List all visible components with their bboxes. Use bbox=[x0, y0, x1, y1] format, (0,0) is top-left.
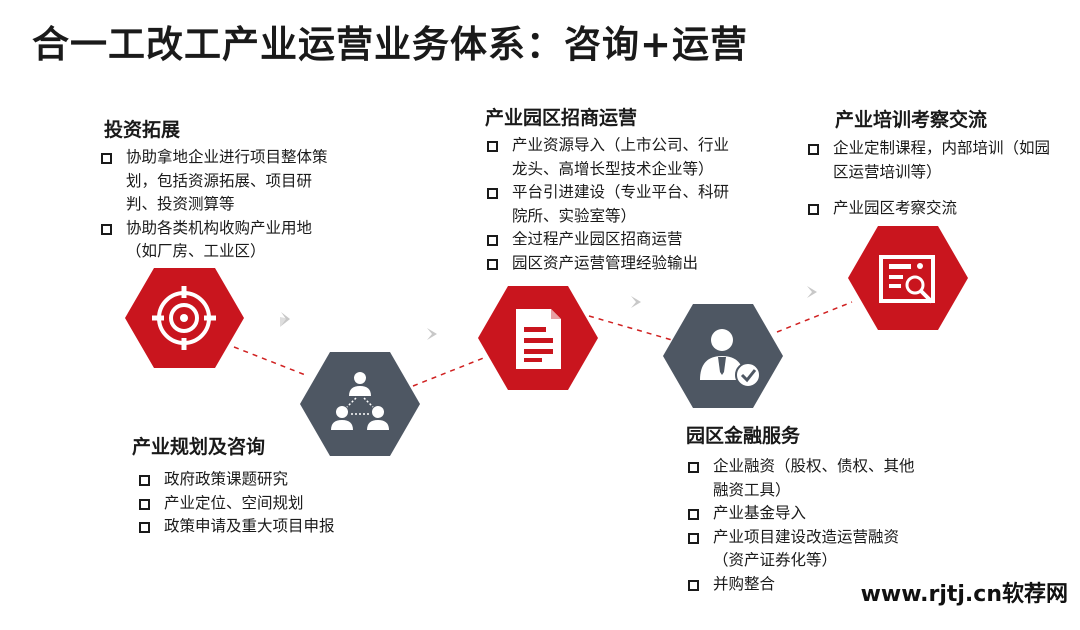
square-bullet-icon bbox=[101, 153, 112, 164]
flow-arrows bbox=[280, 286, 817, 340]
connectors bbox=[233, 301, 853, 387]
document-icon bbox=[516, 309, 561, 369]
inspection-report-icon bbox=[879, 255, 935, 304]
square-bullet-icon bbox=[688, 532, 699, 544]
people-network-icon bbox=[331, 372, 389, 430]
hexagon-operation bbox=[478, 286, 598, 390]
square-bullet-icon bbox=[139, 498, 150, 510]
list-item: 协助各类机构收购产业用地（如厂房、工业区） bbox=[101, 217, 331, 264]
list-item: 产业定位、空间规划 bbox=[139, 492, 379, 516]
chevron-right-icon bbox=[631, 296, 641, 308]
stage-list-operation: 产业资源导入（上市公司、行业龙头、高增长型技术企业等） 平台引进建设（专业平台、… bbox=[487, 134, 737, 275]
square-bullet-icon bbox=[139, 475, 150, 486]
list-item: 企业定制课程，内部培训（如园区运营培训等） bbox=[808, 137, 1053, 184]
square-bullet-icon bbox=[487, 258, 498, 270]
hexagon-planning bbox=[300, 352, 420, 456]
stage-heading-training: 产业培训考察交流 bbox=[835, 109, 988, 131]
square-bullet-icon bbox=[808, 204, 819, 215]
list-item: 全过程产业园区招商运营 bbox=[487, 228, 737, 252]
square-bullet-icon bbox=[688, 579, 699, 591]
list-item: 产业园区考察交流 bbox=[808, 197, 1053, 221]
chevron-right-icon bbox=[807, 286, 817, 298]
square-bullet-icon bbox=[487, 235, 498, 246]
watermark: www.rjtj.cn软荐网 bbox=[860, 582, 1068, 607]
chevron-right-icon bbox=[280, 317, 290, 327]
target-icon bbox=[152, 286, 216, 350]
hexagon-finance bbox=[663, 304, 783, 408]
connector-2 bbox=[412, 356, 487, 387]
stage-heading-investment: 投资拓展 bbox=[104, 119, 181, 141]
list-item: 协助拿地企业进行项目整体策划，包括资源拓展、项目研判、投资测算等 bbox=[101, 146, 331, 217]
connector-3 bbox=[588, 315, 673, 341]
stage-list-investment: 协助拿地企业进行项目整体策划，包括资源拓展、项目研判、投资测算等 协助各类机构收… bbox=[101, 146, 331, 264]
list-item: 政府政策课题研究 bbox=[139, 468, 379, 492]
stage-list-planning: 政府政策课题研究 产业定位、空间规划 政策申请及重大项目申报 bbox=[139, 468, 379, 539]
hexagon-investment bbox=[125, 268, 244, 368]
list-item: 产业资源导入（上市公司、行业龙头、高增长型技术企业等） bbox=[487, 134, 737, 181]
list-item: 产业基金导入 bbox=[688, 502, 920, 526]
list-item: 企业融资（股权、债权、其他融资工具） bbox=[688, 455, 920, 502]
square-bullet-icon bbox=[139, 522, 150, 533]
list-item: 平台引进建设（专业平台、科研院所、实验室等） bbox=[487, 181, 737, 228]
square-bullet-icon bbox=[688, 462, 699, 473]
list-item: 园区资产运营管理经验输出 bbox=[487, 252, 737, 276]
square-bullet-icon bbox=[688, 509, 699, 520]
square-bullet-icon bbox=[808, 144, 819, 155]
stage-heading-operation: 产业园区招商运营 bbox=[485, 107, 638, 129]
square-bullet-icon bbox=[101, 223, 112, 235]
page-title: 合一工改工产业运营业务体系：咨询+运营 bbox=[32, 23, 749, 66]
stage-heading-planning: 产业规划及咨询 bbox=[132, 436, 266, 458]
list-item: 并购整合 bbox=[688, 573, 920, 597]
stage-list-finance: 企业融资（股权、债权、其他融资工具） 产业基金导入 产业项目建设改造运营融资（资… bbox=[688, 455, 920, 596]
list-item: 产业项目建设改造运营融资（资产证券化等） bbox=[688, 526, 920, 573]
chevron-right-icon bbox=[427, 328, 437, 340]
hexagon-training bbox=[848, 226, 968, 330]
square-bullet-icon bbox=[487, 188, 498, 199]
connector-4 bbox=[776, 301, 853, 333]
stage-list-training: 企业定制课程，内部培训（如园区运营培训等） 产业园区考察交流 bbox=[808, 137, 1053, 221]
stage-heading-finance: 园区金融服务 bbox=[686, 425, 801, 447]
square-bullet-icon bbox=[487, 141, 498, 152]
list-item: 政策申请及重大项目申报 bbox=[139, 515, 379, 539]
connector-1 bbox=[233, 346, 309, 377]
user-check-icon bbox=[700, 329, 761, 388]
